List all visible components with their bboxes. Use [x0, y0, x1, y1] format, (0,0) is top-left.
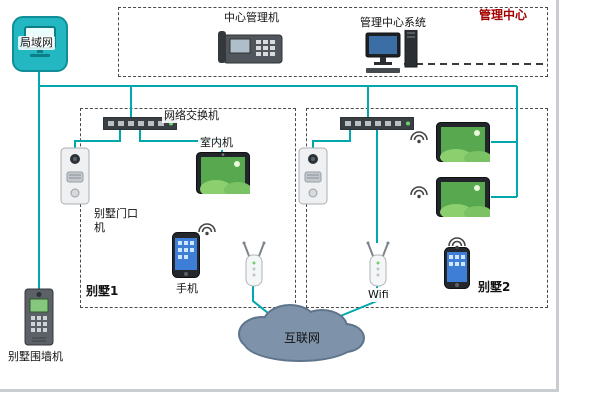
internet-cloud-icon: [238, 304, 365, 362]
management-system-label: 管理中心系统: [358, 16, 428, 30]
indoor-monitor-icon: [196, 152, 250, 194]
indoor-tablet-icon-1: [436, 122, 490, 162]
desktop-pc-icon: [365, 28, 418, 73]
villa2-title: 别墅2: [476, 280, 513, 295]
indoor-tablet-icon-2: [436, 177, 490, 217]
smartphone-icon-1: [172, 232, 200, 278]
lan-label: 局域网: [18, 36, 55, 50]
management-center-box: [118, 7, 548, 77]
wifi-router-label: Wifi: [366, 288, 391, 302]
door-station-label: 别墅门口机: [92, 207, 146, 235]
indoor-monitor-label: 室内机: [198, 136, 235, 150]
center-manager-label: 中心管理机: [222, 11, 281, 25]
internet-label: 互联网: [283, 331, 320, 345]
network-switch-icon-1: [103, 117, 177, 130]
villa1-box: [80, 108, 296, 308]
wifi-signal-icon-1: [410, 131, 428, 144]
door-station-icon-2: [298, 147, 328, 205]
network-switch-icon-2: [340, 117, 414, 130]
wifi-router-icon-1: [242, 241, 266, 287]
door-station-icon-1: [60, 147, 90, 205]
villa1-title: 别墅1: [84, 284, 121, 299]
desk-phone-icon: [218, 31, 283, 64]
frame-bottom-edge: [0, 389, 559, 392]
wall-machine-label: 别墅围墙机: [6, 350, 65, 364]
villa2-box: [306, 108, 548, 308]
network-switch-label: 网络交换机: [162, 109, 221, 123]
frame-right-edge: [556, 0, 559, 392]
mobile-phone-label: 手机: [174, 282, 200, 296]
wall-machine-icon: [24, 288, 54, 346]
smartphone-icon-2: [444, 247, 470, 289]
wifi-signal-icon-2: [410, 186, 428, 199]
wifi-signal-icon-phone1: [198, 223, 216, 236]
wifi-signal-icon-phone2: [448, 237, 466, 250]
wifi-router-icon-2: [366, 241, 390, 287]
management-center-title: 管理中心: [479, 8, 528, 22]
